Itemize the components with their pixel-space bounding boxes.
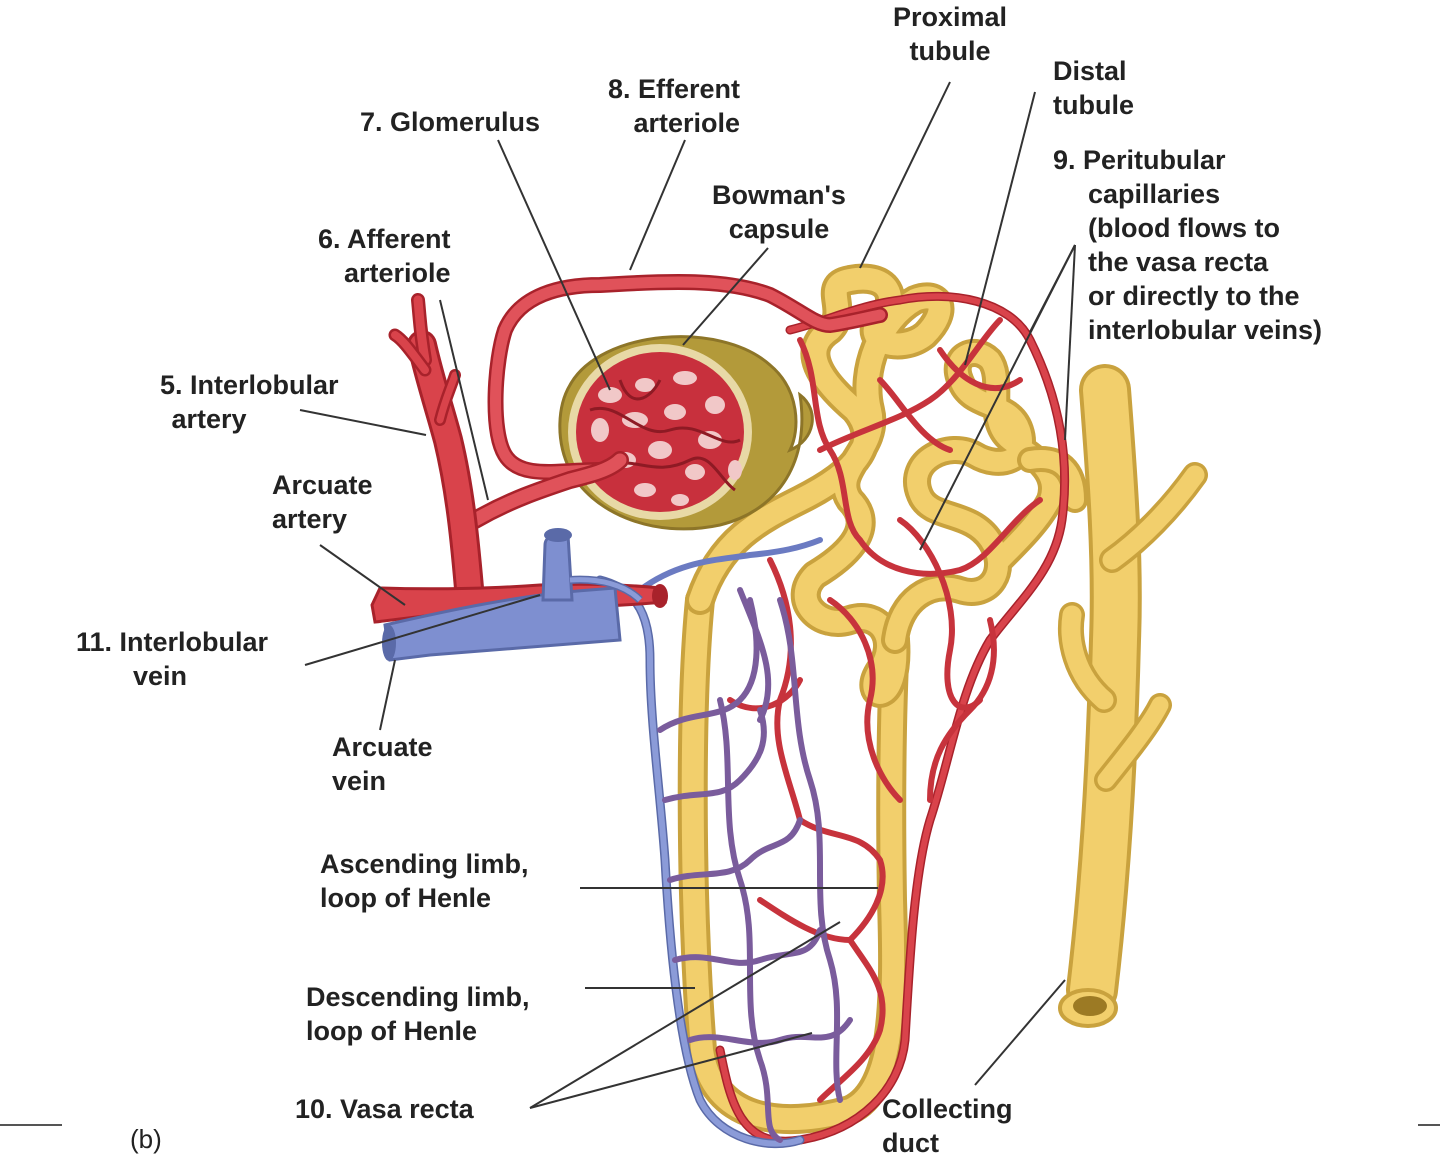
label-distal-tubule: Distal tubule — [1053, 56, 1134, 120]
leader-proximal-tubule — [859, 81, 951, 269]
label-arcuate-artery: Arcuate artery — [272, 470, 373, 534]
label-afferent-arteriole: 6. Afferent arteriole — [318, 224, 451, 288]
label-collecting-duct: Collecting duct — [882, 1094, 1013, 1158]
leader-interlobular-vein — [304, 594, 541, 666]
leader-arcuate-vein — [379, 659, 396, 731]
leader-afferent-arteriole — [439, 299, 489, 501]
label-arcuate-vein: Arcuate vein — [332, 732, 433, 796]
label-glomerulus: 7. Glomerulus — [360, 107, 541, 137]
interlobular-artery-shape — [388, 293, 485, 615]
label-ascending-limb: Ascending limb, loop of Henle — [320, 849, 529, 913]
leader-arcuate-artery — [319, 544, 406, 606]
leader-collecting-duct — [974, 979, 1066, 1086]
leader-vasa-recta-2 — [529, 1032, 813, 1109]
label-peritubular-capillaries: 9. Peritubular capillaries (blood flows … — [1053, 145, 1323, 345]
panel-label: (b) — [130, 1124, 162, 1154]
label-interlobular-artery: 5. Interlobular artery — [160, 370, 339, 434]
leader-interlobular-artery — [299, 409, 427, 436]
peritubular-capillaries-shape — [715, 291, 1070, 1146]
label-efferent-arteriole: 8. Efferent arteriole — [608, 74, 741, 138]
leader-peritubular-3 — [1064, 244, 1076, 441]
vasa-recta-shape — [595, 537, 853, 1149]
leader-glomerulus — [497, 139, 611, 391]
glomerulus-shape — [576, 352, 744, 512]
loop-of-henle-shape — [677, 585, 910, 1135]
label-bowmans-capsule: Bowman's capsule — [712, 180, 846, 244]
leader-distal-tubule — [964, 91, 1036, 366]
leader-lines — [299, 81, 1076, 1109]
label-proximal-tubule: Proximal tubule — [893, 2, 1008, 66]
arterioles-shape — [466, 274, 888, 529]
label-interlobular-vein: 11. Interlobular vein — [76, 627, 269, 691]
leader-peritubular-2 — [919, 244, 1076, 551]
leader-vasa-recta-1 — [529, 921, 841, 1109]
label-descending-limb: Descending limb, loop of Henle — [306, 982, 530, 1046]
interlobular-vein-shape — [541, 528, 643, 603]
arcuate-vein-shape — [382, 586, 622, 662]
leader-bowmans-capsule — [682, 247, 769, 346]
label-vasa-recta: 10. Vasa recta — [295, 1094, 474, 1124]
leader-efferent-arteriole — [629, 139, 686, 271]
collecting-duct-shape — [1058, 364, 1208, 1028]
